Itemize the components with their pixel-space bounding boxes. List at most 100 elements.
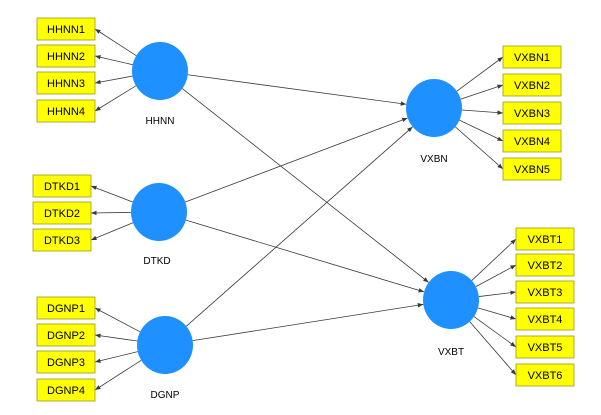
loading-vxbn2 <box>460 84 504 100</box>
indicator-box <box>36 71 96 95</box>
loading-vxbn5 <box>455 126 504 170</box>
indicator-box <box>36 323 96 347</box>
path-dtkd-to-vxbn <box>185 117 408 203</box>
latent-circle <box>131 183 187 241</box>
indicator-vxbt5: VXBT5 <box>515 335 575 359</box>
path-dgnp-to-vxbt <box>192 303 424 342</box>
latent-circle <box>137 316 193 374</box>
indicator-box <box>502 129 562 153</box>
indicator-vxbn2: VXBN2 <box>502 73 562 97</box>
indicator-vxbn4: VXBN4 <box>502 129 562 153</box>
indicator-hhnn2: HHNN2 <box>36 44 96 68</box>
path-hhnn-to-vxbt <box>182 88 429 283</box>
loading-hhnn1 <box>94 28 137 56</box>
latent-label: VXBT <box>438 347 464 358</box>
latent-label: VXBN <box>420 154 447 165</box>
loading-vxbn4 <box>459 119 504 142</box>
loading-dgnp1 <box>94 307 141 333</box>
measurement-paths <box>90 28 517 391</box>
indicator-vxbn1: VXBN1 <box>502 45 562 69</box>
loading-dtkd1 <box>90 185 133 203</box>
latent-dgnp: DGNP <box>137 316 193 401</box>
indicator-box <box>32 228 92 252</box>
indicator-box <box>36 99 96 123</box>
indicator-label: DGNP1 <box>47 303 85 315</box>
indicator-dgnp3: DGNP3 <box>36 350 96 374</box>
latent-circle <box>423 271 479 329</box>
path-hhnn-to-vxbn <box>187 74 407 106</box>
loading-vxbt1 <box>471 238 517 281</box>
indicators: HHNN1HHNN2HHNN3HHNN4DTKD1DTKD2DTKD3DGNP1… <box>32 17 575 402</box>
latent-dtkd: DTKD <box>131 183 187 267</box>
indicator-vxbt2: VXBT2 <box>515 253 575 277</box>
latent-label: DTKD <box>143 256 170 267</box>
indicator-label: VXBN5 <box>514 164 550 176</box>
latent-variables: HHNN DTKD DGNP VXBN VXBT <box>131 42 479 401</box>
indicator-vxbt6: VXBT6 <box>515 363 575 387</box>
indicator-hhnn1: HHNN1 <box>36 17 96 41</box>
path-dgnp-to-vxbn <box>186 126 413 327</box>
indicator-box <box>36 44 96 68</box>
indicator-box <box>515 363 575 387</box>
loading-vxbt2 <box>475 264 517 287</box>
loading-dgnp2 <box>94 333 138 342</box>
indicator-label: DTKD2 <box>44 208 80 220</box>
indicator-label: VXBT3 <box>528 287 563 299</box>
indicator-vxbt1: VXBT1 <box>515 227 575 251</box>
latent-circle <box>132 42 188 100</box>
loading-vxbt6 <box>469 321 517 376</box>
latent-vxbn: VXBN <box>406 79 462 165</box>
indicator-label: HHNN1 <box>47 24 85 36</box>
indicator-box <box>502 157 562 181</box>
indicator-box <box>36 378 96 402</box>
loading-dgnp4 <box>94 359 142 391</box>
indicator-label: VXBT2 <box>528 260 563 272</box>
latent-hhnn: HHNN <box>132 42 188 127</box>
indicator-label: HHNN3 <box>47 78 85 90</box>
indicator-label: VXBT4 <box>528 314 563 326</box>
indicator-box <box>36 350 96 374</box>
indicator-label: VXBT1 <box>528 234 563 246</box>
indicator-dtkd2: DTKD2 <box>32 201 92 225</box>
latent-label: DGNP <box>151 390 180 401</box>
indicator-box <box>36 17 96 41</box>
loading-hhnn3 <box>94 75 133 85</box>
indicator-label: VXBT6 <box>528 370 563 382</box>
indicator-label: VXBN2 <box>514 80 550 92</box>
indicator-dtkd1: DTKD1 <box>32 174 92 198</box>
indicator-dgnp2: DGNP2 <box>36 323 96 347</box>
indicator-label: DGNP2 <box>47 330 85 342</box>
loading-dtkd2 <box>90 210 132 216</box>
indicator-label: DTKD3 <box>44 235 80 247</box>
indicator-vxbn5: VXBN5 <box>502 157 562 181</box>
indicator-hhnn4: HHNN4 <box>36 99 96 123</box>
loading-dtkd3 <box>90 222 134 241</box>
indicator-box <box>515 227 575 251</box>
indicator-label: VXBT5 <box>528 342 563 354</box>
indicator-label: DGNP3 <box>47 357 85 369</box>
indicator-box <box>515 253 575 277</box>
loading-hhnn2 <box>94 55 133 66</box>
indicator-box <box>32 174 92 198</box>
latent-label: HHNN <box>146 116 175 127</box>
indicator-dgnp1: DGNP1 <box>36 296 96 320</box>
indicator-box <box>36 296 96 320</box>
indicator-dgnp4: DGNP4 <box>36 378 96 402</box>
indicator-box <box>515 280 575 304</box>
indicator-vxbn3: VXBN3 <box>502 101 562 125</box>
structural-paths <box>182 74 429 342</box>
loading-vxbt4 <box>477 307 517 320</box>
path-dtkd-to-vxbt <box>185 219 425 293</box>
indicator-vxbt3: VXBT3 <box>515 280 575 304</box>
loading-vxbt3 <box>478 290 517 297</box>
indicator-label: VXBN4 <box>514 136 550 148</box>
indicator-vxbt4: VXBT4 <box>515 307 575 331</box>
indicator-box <box>502 45 562 69</box>
indicator-box <box>32 201 92 225</box>
indicator-hhnn3: HHNN3 <box>36 71 96 95</box>
indicator-box <box>502 73 562 97</box>
indicator-label: HHNN2 <box>47 51 85 63</box>
indicator-box <box>515 335 575 359</box>
indicator-dtkd3: DTKD3 <box>32 228 92 252</box>
